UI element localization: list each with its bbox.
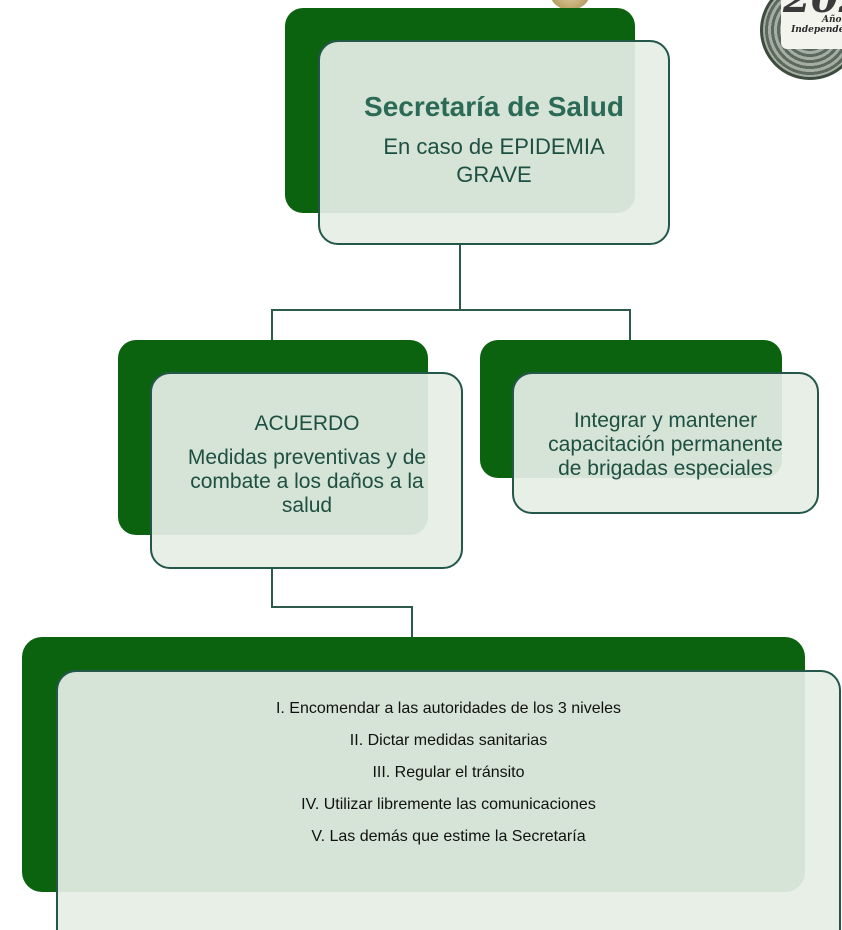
connector-to-bottom-node — [411, 606, 413, 637]
top-node-subtitle: En caso de EPIDEMIA GRAVE — [383, 134, 605, 187]
top-node-text: Secretaría de Salud En caso de EPIDEMIA … — [318, 75, 670, 205]
connector-to-right-node — [629, 309, 631, 340]
seal-caption-line1: Año d — [822, 15, 842, 25]
left-node-title: ACUERDO — [254, 412, 360, 435]
bottom-node-box — [56, 670, 841, 930]
right-node-body: Integrar y mantener capacitación permane… — [548, 408, 783, 480]
right-node-text: Integrar y mantener capacitación permane… — [512, 382, 819, 507]
bottom-node-list: I. Encomendar a las autoridades de los 3… — [56, 693, 841, 853]
seal-year-text: 202 — [783, 0, 842, 22]
left-node-body: Medidas preventivas y de combate a los d… — [187, 446, 427, 517]
right-node-box — [512, 372, 819, 514]
seal-label-area — [781, 0, 842, 49]
seal-caption: Año d Independen — [787, 15, 842, 35]
list-item: IV. Utilizar libremente las comunicacion… — [301, 796, 596, 813]
left-node-box — [150, 372, 463, 569]
independence-seal-logo: 202 Año d Independen — [760, 0, 842, 80]
top-node-box — [318, 40, 670, 245]
connector-top-down — [459, 245, 461, 310]
connector-left-down — [271, 569, 273, 607]
connector-horizontal-split — [271, 309, 631, 311]
top-node-title: Secretaría de Salud — [364, 91, 624, 122]
list-item: II. Dictar medidas sanitarias — [349, 732, 548, 749]
connector-to-left-node — [271, 309, 273, 340]
emblem-logo — [550, 0, 590, 10]
connector-horizontal-bottom — [271, 606, 413, 608]
list-item: I. Encomendar a las autoridades de los 3… — [275, 700, 622, 717]
list-item: III. Regular el tránsito — [372, 764, 525, 781]
left-node-text: ACUERDO Medidas preventivas y de combate… — [162, 395, 452, 535]
list-item: V. Las demás que estime la Secretaría — [311, 828, 586, 845]
seal-caption-line2: Independen — [791, 25, 842, 35]
